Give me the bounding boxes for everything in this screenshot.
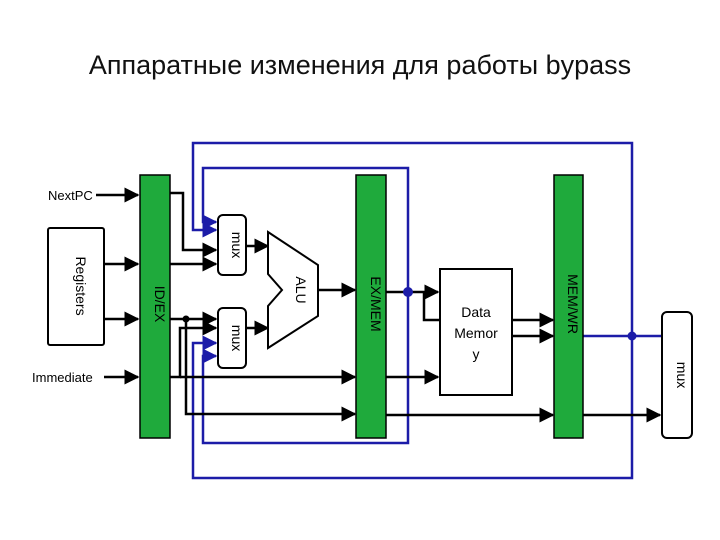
mux-top: mux [217,214,247,276]
mux-output-label: mux [674,362,690,388]
slide-title: Аппаратные изменения для работы bypass [88,50,632,80]
junction-dot [182,315,190,323]
data-wires [96,187,662,423]
bypass-wire-ex-mem-to-top-mux [201,166,410,292]
bypass-wires [191,141,662,480]
bypass-wire-ex-mem-to-bottom-mux [201,292,410,445]
data-memory-label-3: y [473,346,480,362]
mem-wr-register: MEM/WR [553,174,584,439]
immediate-label: Immediate [32,370,93,385]
data-memory-block: Data Memor y [439,268,513,396]
ex-mem-label: EX/MEM [368,276,384,331]
mem-wr-label: MEM/WR [565,274,581,334]
bypass-wire-mem-wr-to-top-mux [191,141,634,338]
mux-output: mux [661,311,693,439]
id-ex-label: ID/EX [152,286,168,323]
registers-label: Registers [73,256,89,315]
mux-top-label: mux [229,232,245,258]
data-memory-label-1: Data [461,304,491,320]
nextpc-label: NextPC [48,188,93,203]
id-ex-register: ID/EX [139,174,171,439]
mux-bottom: mux [217,307,247,369]
data-memory-label-2: Memor [454,325,498,341]
alu-label: ALU [293,276,309,303]
junction-dot [627,331,637,341]
bypass-wire-mem-wr-to-bottom-mux [191,335,634,480]
registers-block: Registers [47,227,105,346]
mux-bottom-label: mux [229,325,245,351]
alu: ALU [267,230,319,350]
junction-dot [403,287,413,297]
ex-mem-register: EX/MEM [355,174,387,439]
